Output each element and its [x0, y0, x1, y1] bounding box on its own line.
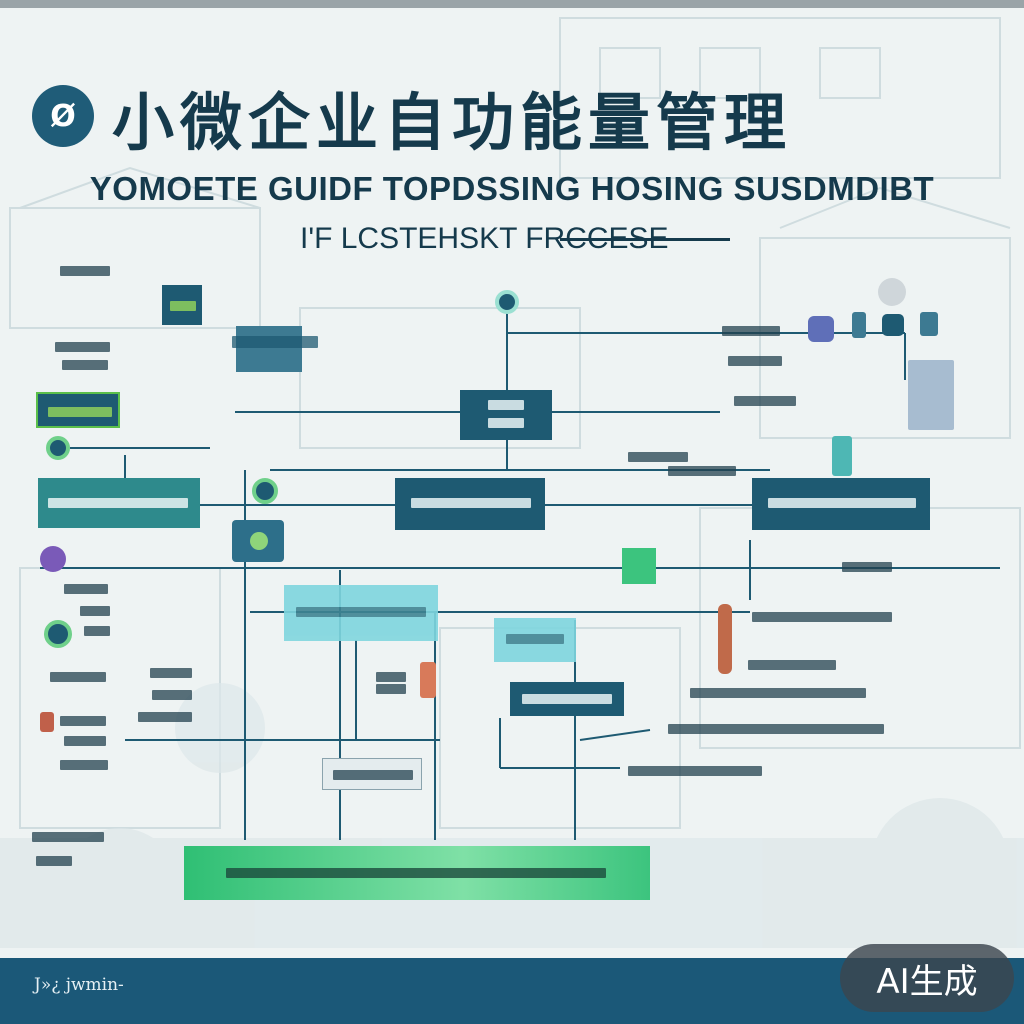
- text-placeholder: [376, 684, 406, 694]
- text-placeholder: [150, 668, 192, 678]
- small-green-node: [622, 548, 656, 584]
- text-placeholder: [628, 452, 688, 462]
- city-background: [0, 17, 1024, 948]
- text-placeholder: [232, 336, 318, 348]
- text-placeholder: [376, 672, 406, 682]
- text-placeholder: [668, 724, 884, 734]
- device-icon: [882, 314, 904, 336]
- tower-icon: [420, 662, 436, 698]
- text-placeholder: [488, 418, 524, 428]
- toggle-icon: [808, 316, 834, 342]
- center-node-main: [395, 478, 545, 530]
- text-placeholder: [138, 712, 192, 722]
- left-node-dot-icon: [44, 620, 72, 648]
- ai-generated-badge: AI生成: [840, 944, 1014, 1012]
- house-icon: [908, 360, 954, 430]
- document-icon: [236, 326, 302, 372]
- left-process-banner: [38, 478, 200, 528]
- text-placeholder: [64, 584, 108, 594]
- text-placeholder: [522, 694, 612, 704]
- text-placeholder: [32, 832, 104, 842]
- text-placeholder: [36, 856, 72, 866]
- mid-node-dot-icon: [252, 478, 278, 504]
- left-node-dot-icon: [46, 436, 70, 460]
- gauge-icon: [878, 278, 906, 306]
- node-dot-icon: [495, 290, 519, 314]
- text-placeholder: [50, 672, 106, 682]
- text-placeholder: [170, 301, 196, 311]
- circle-logo-icon: Ø: [32, 85, 94, 147]
- text-placeholder: [60, 760, 108, 770]
- top-border: [0, 0, 1024, 8]
- center-node-lower: [510, 682, 624, 716]
- text-placeholder: [333, 770, 413, 780]
- right-node-main: [752, 478, 930, 530]
- text-placeholder: [60, 266, 110, 276]
- text-placeholder: [60, 716, 106, 726]
- footer-text: J»¿ jwmin-: [34, 975, 124, 995]
- device-icon: [852, 312, 866, 338]
- page-title-english: YOMOETE GUIDF TOPDSSING HOSING SUSDMDIBT: [89, 170, 935, 207]
- text-placeholder: [226, 868, 606, 878]
- text-placeholder: [488, 400, 524, 410]
- center-node-top: [460, 390, 552, 440]
- connector-bottom-right: [579, 729, 651, 741]
- text-placeholder: [55, 342, 110, 352]
- text-placeholder: [48, 498, 188, 508]
- page-title-cjk: 小微企业自功能量管理: [112, 86, 793, 159]
- text-placeholder: [296, 607, 426, 617]
- gauge-icon: [832, 436, 852, 476]
- text-placeholder: [668, 466, 736, 476]
- person-icon: [40, 546, 66, 572]
- process-step-cyan-small: [494, 618, 576, 662]
- text-placeholder: [48, 407, 112, 417]
- text-placeholder: [752, 612, 892, 622]
- person-icon: [40, 712, 54, 732]
- text-placeholder: [842, 562, 892, 572]
- text-placeholder: [748, 660, 836, 670]
- text-placeholder: [80, 606, 110, 616]
- text-placeholder: [411, 498, 531, 508]
- monitor-icon: [232, 520, 284, 562]
- process-note-box: [322, 758, 422, 790]
- left-small-card: [162, 285, 202, 325]
- text-placeholder: [628, 766, 762, 776]
- bottom-summary-banner: [184, 846, 650, 900]
- monitor-dot: [250, 532, 268, 550]
- process-step-cyan: [284, 585, 438, 641]
- text-placeholder: [62, 360, 108, 370]
- text-placeholder: [506, 634, 564, 644]
- text-placeholder: [690, 688, 866, 698]
- left-monitor-card: [36, 392, 120, 428]
- text-placeholder: [84, 626, 110, 636]
- text-placeholder: [722, 326, 780, 336]
- text-placeholder: [734, 396, 796, 406]
- text-placeholder: [768, 498, 916, 508]
- text-placeholder: [728, 356, 782, 366]
- device-icon: [920, 312, 938, 336]
- pipe-icon: [718, 604, 732, 674]
- text-placeholder: [64, 736, 106, 746]
- text-placeholder: [152, 690, 192, 700]
- subtitle-underline: [560, 238, 730, 241]
